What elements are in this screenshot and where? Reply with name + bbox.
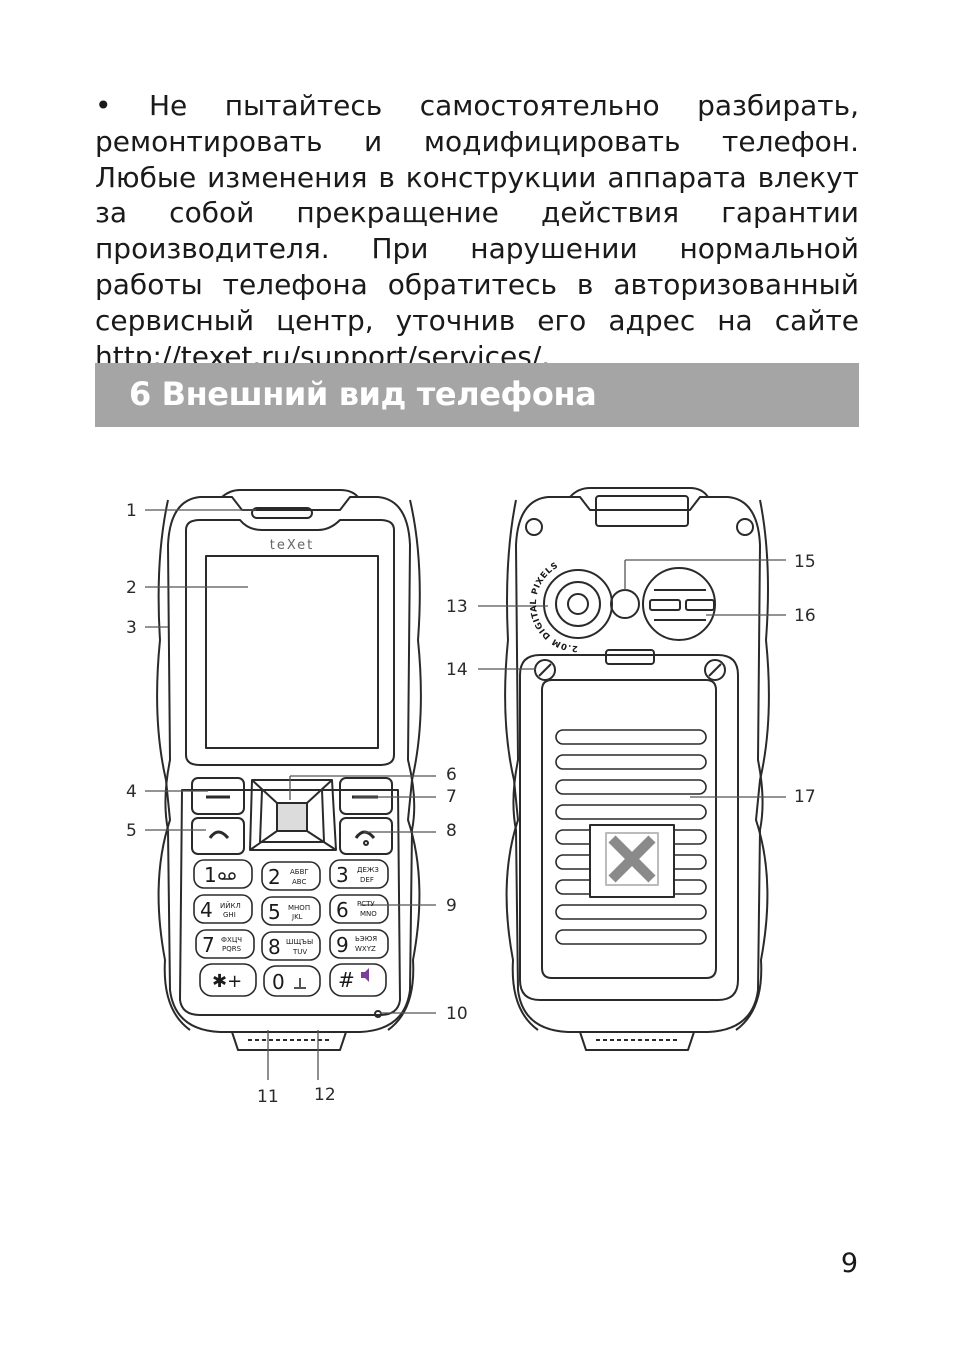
voicemail-icon <box>218 872 236 880</box>
callout-11: 11 <box>257 1087 279 1107</box>
key-7-digit: 7 <box>202 933 215 957</box>
key-4-letters-top: ИЙКЛ <box>220 901 241 910</box>
mute-icon <box>361 968 369 982</box>
space-icon <box>294 978 306 989</box>
key-1-digit: 1 <box>204 863 217 887</box>
keypad-labels: 1 2 АБВГ ABC 3 ДЕЖЗ DEF 4 ИЙКЛ GHI 5 МНО… <box>200 863 379 994</box>
page-number: 9 <box>840 1248 858 1279</box>
key-hash: # <box>338 968 355 992</box>
callout-12: 12 <box>314 1085 336 1105</box>
key-5-letters-bottom: JKL <box>291 913 303 921</box>
key-4-digit: 4 <box>200 898 213 922</box>
callout-9: 9 <box>446 896 457 916</box>
callout-7: 7 <box>446 787 457 807</box>
key-9-letters-bottom: WXYZ <box>355 945 376 953</box>
callout-8: 8 <box>446 821 457 841</box>
section-title: 6 Внешний вид телефона <box>129 375 597 413</box>
callout-15: 15 <box>794 552 816 572</box>
camera-ring-textpath: 2.0M DIGITAL PIXELS <box>529 561 578 653</box>
callout-4: 4 <box>126 782 137 802</box>
camera-ring-text: 2.0M DIGITAL PIXELS <box>529 561 578 653</box>
key-2-letters-bottom: ABC <box>292 878 306 886</box>
callout-1: 1 <box>126 501 137 521</box>
key-5-digit: 5 <box>268 900 281 924</box>
phone-diagram: teXet 1 2 АБВГ ABC 3 ДЕЖЗ DEF 4 ИЙКЛ GHI… <box>126 487 816 1107</box>
callout-5: 5 <box>126 821 137 841</box>
key-6-letters-top: РСТУ <box>357 900 375 908</box>
callout-17: 17 <box>794 787 816 807</box>
warning-paragraph: • Не пытайтесь самостоятельно разбирать,… <box>95 88 859 374</box>
callout-2: 2 <box>126 578 137 598</box>
key-3-letters-bottom: DEF <box>360 876 374 884</box>
key-3-letters-top: ДЕЖЗ <box>357 866 379 874</box>
key-3-digit: 3 <box>336 863 349 887</box>
key-6-letters-bottom: MNO <box>360 910 377 918</box>
callout-numbers: 1 2 3 4 5 6 7 8 9 10 11 12 13 14 15 16 1… <box>126 501 816 1107</box>
section-header: 6 Внешний вид телефона <box>95 363 859 427</box>
brand-logo: teXet <box>270 538 315 553</box>
key-9-digit: 9 <box>336 933 349 957</box>
callout-3: 3 <box>126 618 137 638</box>
key-star: ✱+ <box>212 971 242 992</box>
key-zero: 0 <box>272 970 285 994</box>
front-phone <box>156 489 422 1051</box>
key-8-letters-top: ШЩЪЫ <box>286 938 313 946</box>
bullet: • <box>95 89 112 122</box>
key-7-letters-bottom: PQRS <box>222 945 242 953</box>
key-8-digit: 8 <box>268 935 281 959</box>
callout-lines <box>145 509 786 1080</box>
callout-16: 16 <box>794 606 816 626</box>
callout-13: 13 <box>446 597 468 617</box>
back-phone <box>504 487 770 1051</box>
key-5-letters-top: МНОП <box>288 904 310 912</box>
key-6-digit: 6 <box>336 898 349 922</box>
key-2-digit: 2 <box>268 865 281 889</box>
key-8-letters-bottom: TUV <box>292 948 307 956</box>
paragraph-text: Не пытайтесь самостоятельно разбирать, р… <box>95 89 859 373</box>
callout-6: 6 <box>446 765 457 785</box>
key-2-letters-top: АБВГ <box>290 868 309 876</box>
key-4-letters-bottom: GHI <box>223 911 236 919</box>
key-9-letters-top: ЬЭЮЯ <box>355 935 377 943</box>
key-7-letters-top: ФХЦЧ <box>221 936 242 944</box>
callout-10: 10 <box>446 1004 468 1024</box>
callout-14: 14 <box>446 660 468 680</box>
